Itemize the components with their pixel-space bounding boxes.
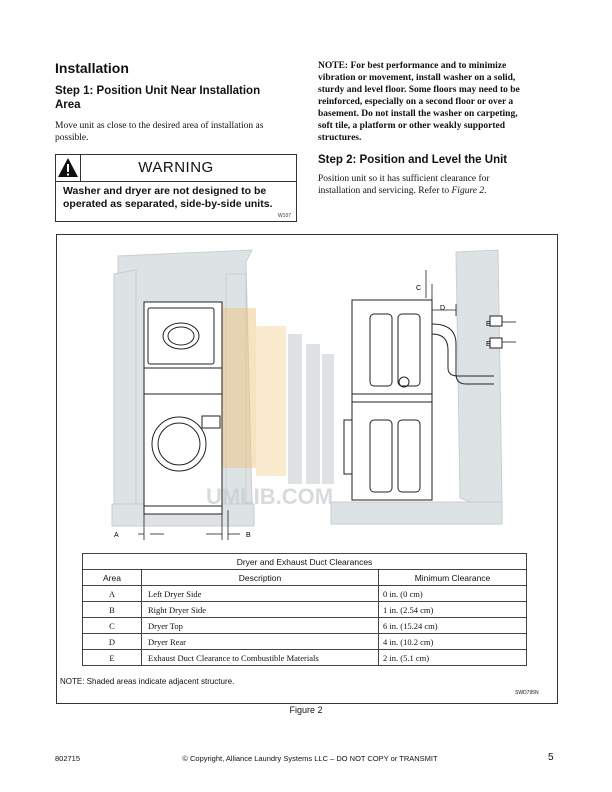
column-header-minimum-clearance: Minimum Clearance	[378, 569, 527, 586]
cell-area: A	[82, 585, 142, 602]
cell-area: C	[82, 617, 142, 634]
dimension-a-b	[138, 510, 240, 540]
label-a: A	[114, 532, 119, 539]
cell-description: Right Dryer Side	[141, 601, 379, 618]
cell-description: Left Dryer Side	[141, 585, 379, 602]
figure-frame	[56, 234, 558, 704]
label-e-upper: E	[486, 321, 491, 328]
warning-text-line2: operated as separated, side-by-side unit…	[63, 198, 273, 210]
cell-description: Exhaust Duct Clearance to Combustible Ma…	[141, 649, 379, 666]
warning-box: WARNING Washer and dryer are not designe…	[55, 154, 297, 222]
table-title-row: Dryer and Exhaust Duct Clearances	[82, 553, 527, 570]
step2-title: Step 2: Position and Level the Unit	[318, 154, 508, 166]
warning-text: Washer and dryer are not designed to be …	[63, 185, 291, 211]
label-b: B	[246, 532, 251, 539]
table-row: D Dryer Rear 4 in. (10.2 cm)	[82, 633, 527, 650]
cell-area: E	[82, 649, 142, 666]
warning-triangle-icon	[56, 155, 81, 181]
warning-title: WARNING	[138, 159, 214, 176]
label-d: D	[440, 305, 445, 312]
note-line: sturdy and level floor. Some floors may …	[318, 85, 520, 95]
step2-body-line2: installation and servicing. Refer to Fig…	[318, 186, 487, 196]
note-line: reinforced, especially on a second floor…	[318, 97, 514, 107]
copyright-notice: © Copyright, Alliance Laundry Systems LL…	[182, 754, 438, 763]
figure-caption: Figure 2	[289, 705, 323, 715]
warning-text-line1: Washer and dryer are not designed to be	[63, 185, 267, 197]
front-view-unit	[143, 301, 223, 515]
side-view-unit	[343, 299, 503, 501]
table-row: C Dryer Top 6 in. (15.24 cm)	[82, 617, 527, 634]
doc-number: 802715	[55, 754, 81, 763]
step1-body-line2: possible.	[55, 133, 89, 143]
figure-illustration: A B C D E E UMLIB.COM	[111, 249, 516, 540]
note-line: vibration or movement, install washer on…	[318, 73, 516, 83]
note-line: soft tile, a platform or other weakly su…	[318, 121, 505, 131]
cell-clearance: 0 in. (0 cm)	[378, 585, 527, 602]
cell-clearance: 2 in. (5.1 cm)	[378, 649, 527, 666]
warning-header: WARNING	[56, 155, 296, 182]
note-line: structures.	[318, 133, 362, 143]
warning-code: W107	[277, 213, 291, 219]
figure-note: NOTE: Shaded areas indicate adjacent str…	[60, 677, 235, 686]
cell-area: D	[82, 633, 142, 650]
section-heading: Installation	[55, 60, 129, 76]
watermark-text: UMLIB.COM	[206, 484, 333, 509]
step1-body: Move unit as close to the desired area o…	[55, 120, 300, 144]
cell-area: B	[82, 601, 142, 618]
step1-title: Step 1: Position Unit Near Installation …	[55, 84, 260, 112]
label-e-lower: E	[486, 341, 491, 348]
page-number: 5	[548, 752, 554, 763]
table-row: E Exhaust Duct Clearance to Combustible …	[82, 649, 527, 666]
cell-description: Dryer Rear	[141, 633, 379, 650]
figure-reference: Figure 2	[451, 186, 485, 196]
step2-body: Position unit so it has sufficient clear…	[318, 173, 568, 197]
column-header-area: Area	[82, 569, 142, 586]
table-header-row: Area Description Minimum Clearance	[82, 569, 527, 586]
column-header-description: Description	[141, 569, 379, 586]
label-c: C	[416, 285, 421, 292]
cell-clearance: 1 in. (2.54 cm)	[378, 601, 527, 618]
table-row: A Left Dryer Side 0 in. (0 cm)	[82, 585, 527, 602]
adjacent-structure-right	[330, 249, 503, 525]
note-paragraph: NOTE: For best performance and to minimi…	[318, 60, 568, 144]
step1-title-line1: Step 1: Position Unit Near Installation	[55, 85, 261, 97]
note-line: NOTE: For best performance and to minimi…	[318, 61, 507, 71]
step1-body-line1: Move unit as close to the desired area o…	[55, 121, 264, 131]
step1-title-line2: Area	[55, 99, 81, 111]
cell-description: Dryer Top	[141, 617, 379, 634]
dimension-c-d	[425, 270, 516, 343]
table-title: Dryer and Exhaust Duct Clearances	[82, 553, 527, 570]
clearance-table: Dryer and Exhaust Duct Clearances Area D…	[82, 553, 527, 666]
table-row: B Right Dryer Side 1 in. (2.54 cm)	[82, 601, 527, 618]
note-line: basement. Do not install the washer on c…	[318, 109, 518, 119]
cell-clearance: 4 in. (10.2 cm)	[378, 633, 527, 650]
cell-clearance: 6 in. (15.24 cm)	[378, 617, 527, 634]
figure-code: SWD795N	[515, 690, 539, 696]
step2-body-line1: Position unit so it has sufficient clear…	[318, 174, 490, 184]
